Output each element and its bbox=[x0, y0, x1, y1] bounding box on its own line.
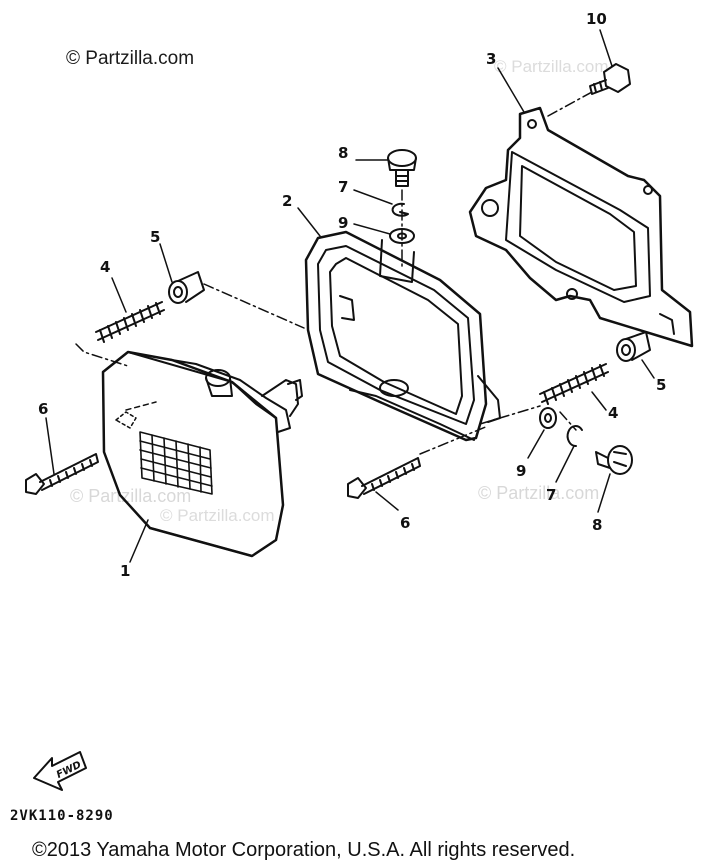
leader-lines bbox=[45, 29, 655, 563]
callout-7-bottom: 7 bbox=[546, 486, 556, 504]
callout-9-top: 9 bbox=[338, 214, 348, 232]
watermark-top: © Partzilla.com bbox=[66, 48, 195, 69]
callout-10: 10 bbox=[586, 10, 607, 28]
callout-4-right: 4 bbox=[608, 404, 618, 422]
washer-bottom bbox=[539, 407, 557, 429]
callout-6-right: 6 bbox=[400, 514, 410, 532]
callout-4-left: 4 bbox=[100, 258, 110, 276]
callout-2: 2 bbox=[282, 192, 292, 210]
adjuster-bottom bbox=[595, 445, 633, 475]
callout-8-top: 8 bbox=[338, 144, 348, 162]
callout-7-top: 7 bbox=[338, 178, 348, 196]
headlight-unit bbox=[101, 350, 303, 558]
callout-3: 3 bbox=[486, 50, 496, 68]
callout-9-bottom: 9 bbox=[516, 462, 526, 480]
adjusting-spring-left bbox=[95, 301, 165, 343]
adjusting-screw-right bbox=[347, 457, 421, 499]
mounting-bracket bbox=[468, 106, 694, 348]
watermark-faint-right: © Partzilla.com bbox=[478, 483, 600, 503]
watermark-faint-top-right: © Partzilla.com bbox=[494, 57, 609, 76]
bracket-bolt bbox=[589, 63, 631, 95]
forward-arrow-icon: FWD bbox=[33, 751, 87, 791]
callout-6-left: 6 bbox=[38, 400, 48, 418]
clip-top bbox=[391, 202, 409, 217]
adjusting-screw-left bbox=[25, 453, 99, 495]
diagram-code: 2VK110-8290 bbox=[10, 808, 114, 824]
alignment-lines bbox=[75, 91, 593, 455]
callout-5-left: 5 bbox=[150, 228, 160, 246]
lens-pattern bbox=[139, 431, 213, 495]
clip-bottom bbox=[566, 425, 583, 448]
grommet-right bbox=[616, 331, 651, 362]
copyright-notice: ©2013 Yamaha Motor Corporation, U.S.A. A… bbox=[32, 839, 576, 861]
callout-5-right: 5 bbox=[656, 376, 666, 394]
watermark-faint-center: © Partzilla.com bbox=[160, 506, 275, 525]
grommet-left bbox=[168, 271, 205, 304]
adjuster-top bbox=[387, 149, 417, 187]
headlight-rim bbox=[304, 230, 501, 442]
callout-8-bottom: 8 bbox=[592, 516, 602, 534]
watermark-faint-left: © Partzilla.com bbox=[70, 486, 192, 506]
callout-1: 1 bbox=[120, 562, 130, 580]
adjusting-spring-right bbox=[539, 363, 609, 405]
